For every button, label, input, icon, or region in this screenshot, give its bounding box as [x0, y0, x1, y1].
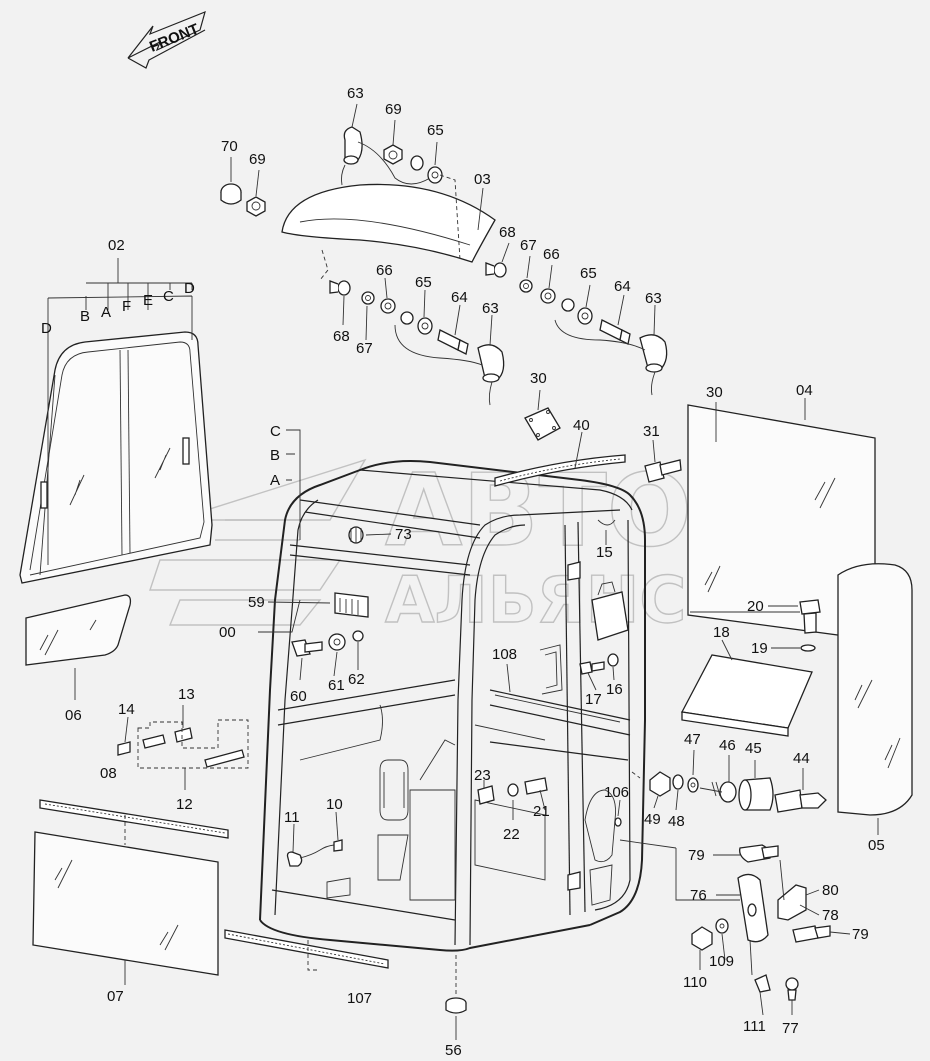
callout-12: 12	[176, 796, 193, 813]
callout-68: 68	[333, 328, 350, 345]
callout-13: 13	[178, 686, 195, 703]
callout-73: 73	[395, 526, 412, 543]
callout-05: 05	[868, 837, 885, 854]
callout-03: 03	[474, 171, 491, 188]
callout-106: 106	[604, 784, 629, 801]
callout-06: 06	[65, 707, 82, 724]
callout-64: 64	[451, 289, 468, 306]
rubber-08	[39, 799, 229, 845]
callout-40: 40	[573, 417, 590, 434]
callout-30: 30	[706, 384, 723, 401]
callout-62: 62	[348, 671, 365, 688]
callout-63: 63	[645, 290, 662, 307]
callout-02-B: B	[80, 308, 90, 325]
callout-02-E: E	[143, 292, 153, 309]
callout-59: 59	[248, 594, 265, 611]
callout-76: 76	[690, 887, 707, 904]
callout-45: 45	[745, 740, 762, 757]
callout-30: 30	[530, 370, 547, 387]
callout-17: 17	[585, 691, 602, 708]
callout-47: 47	[684, 731, 701, 748]
callout-15: 15	[596, 544, 613, 561]
front-arrow: FRONT	[127, 10, 206, 69]
callout-79: 79	[688, 847, 705, 864]
callout-23: 23	[474, 767, 491, 784]
callout-44: 44	[793, 750, 810, 767]
callout-48: 48	[668, 813, 685, 830]
callout-65: 65	[580, 265, 597, 282]
callout-16: 16	[606, 681, 623, 698]
callout-18: 18	[713, 624, 730, 641]
callout-70: 70	[221, 138, 238, 155]
callout-65: 65	[427, 122, 444, 139]
callout-61: 61	[328, 677, 345, 694]
pin-assembly-12	[117, 705, 249, 790]
callout-10: 10	[326, 796, 343, 813]
callout-31: 31	[643, 423, 660, 440]
callout-110: 110	[683, 974, 707, 991]
callout-109: 109	[709, 953, 734, 970]
callout-11: 11	[284, 809, 300, 826]
callout-63: 63	[482, 300, 499, 317]
callout-B: B	[270, 447, 280, 464]
callout-60: 60	[290, 688, 307, 705]
callout-02-A: A	[101, 304, 111, 321]
callout-66: 66	[543, 246, 560, 263]
callout-02-F: F	[122, 298, 131, 315]
callout-21: 21	[533, 803, 550, 820]
callout-107: 107	[347, 990, 372, 1007]
callout-64: 64	[614, 278, 631, 295]
callout-63: 63	[347, 85, 364, 102]
callout-04: 04	[796, 382, 813, 399]
callout-14: 14	[118, 701, 135, 718]
callout-02-C: C	[163, 288, 174, 305]
cover-18-parts	[680, 599, 821, 737]
callout-02-D: D	[41, 320, 52, 337]
callout-C: C	[270, 423, 281, 440]
callout-79: 79	[852, 926, 869, 943]
roof-light-assembly	[220, 126, 668, 406]
callout-02: 02	[108, 237, 125, 254]
callout-46: 46	[719, 737, 736, 754]
callout-56: 56	[445, 1042, 462, 1059]
callout-77: 77	[782, 1020, 799, 1037]
callout-labels: 63 69 65 70 69 03 68 67 66 66 65 65 64 6…	[41, 85, 885, 1059]
callout-02-D: D	[184, 280, 195, 297]
cab-frame	[259, 460, 646, 1014]
callout-19: 19	[751, 640, 768, 657]
front-arrow-label: FRONT	[147, 21, 201, 56]
lock-parts	[619, 839, 831, 1001]
callout-66: 66	[376, 262, 393, 279]
glass-07	[32, 831, 219, 985]
callout-68: 68	[499, 224, 516, 241]
callout-69: 69	[385, 101, 402, 118]
callout-108: 108	[492, 646, 517, 663]
callout-00: 00	[219, 624, 236, 641]
callout-07: 07	[107, 988, 124, 1005]
callout-20: 20	[747, 598, 764, 615]
callout-67: 67	[356, 340, 373, 357]
glass-05	[837, 563, 913, 835]
watermark-line2: АЛЬЯНС	[385, 564, 686, 638]
callout-22: 22	[503, 826, 520, 843]
strip-40	[494, 454, 626, 487]
callout-67: 67	[520, 237, 537, 254]
callout-78: 78	[822, 907, 839, 924]
callout-08: 08	[100, 765, 117, 782]
mount-parts	[649, 771, 827, 813]
callout-111: 111	[743, 1018, 766, 1035]
callout-A: A	[270, 472, 280, 489]
rubber-107	[224, 929, 389, 971]
glass-06	[25, 594, 132, 700]
callout-80: 80	[822, 882, 839, 899]
leader-lines	[124, 103, 851, 1040]
door-02	[19, 258, 213, 584]
part-106	[614, 771, 641, 827]
callout-65: 65	[415, 274, 432, 291]
callout-69: 69	[249, 151, 266, 168]
callout-49: 49	[644, 811, 661, 828]
bolt-31	[644, 459, 682, 483]
